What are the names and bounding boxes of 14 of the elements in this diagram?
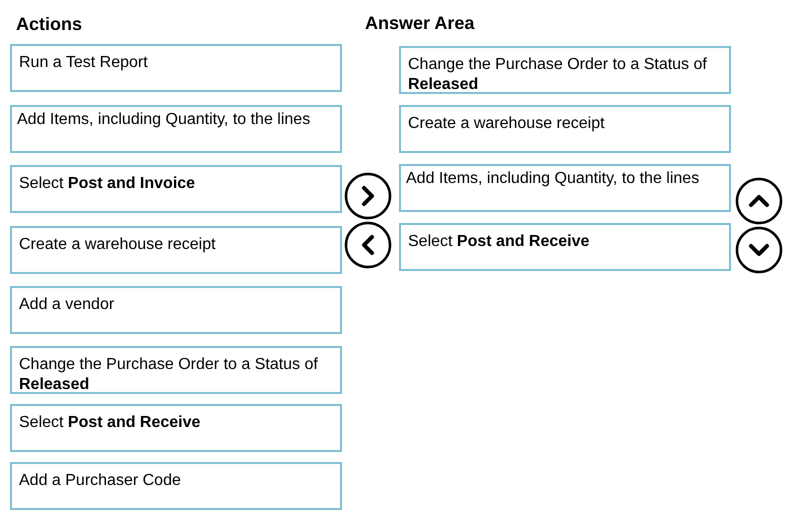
answer-option-box: Add a vendor — [10, 286, 342, 334]
answer-option-box: Select Post and Invoice — [10, 165, 342, 213]
answer-option-box: Add a Purchaser Code — [10, 462, 342, 510]
answer-option-box: Create a warehouse receipt — [399, 105, 731, 153]
answer-option-box: Add Items, including Quantity, to the lines — [399, 164, 731, 212]
answer-option-box: Create a warehouse receipt — [10, 226, 342, 274]
answer-option-box: Select Post and Receive — [10, 404, 342, 452]
section-heading: Actions — [16, 14, 82, 35]
answer-option-box: Change the Purchase Order to a Status of Released — [10, 346, 342, 394]
answer-option-box: Run a Test Report — [10, 44, 342, 92]
section-heading: Answer Area — [365, 13, 474, 34]
answer-option-box: Select Post and Receive — [399, 223, 731, 271]
answer-option-box: Change the Purchase Order to a Status of Released — [399, 46, 731, 94]
answer-option-box: Add Items, including Quantity, to the lines — [10, 105, 342, 153]
